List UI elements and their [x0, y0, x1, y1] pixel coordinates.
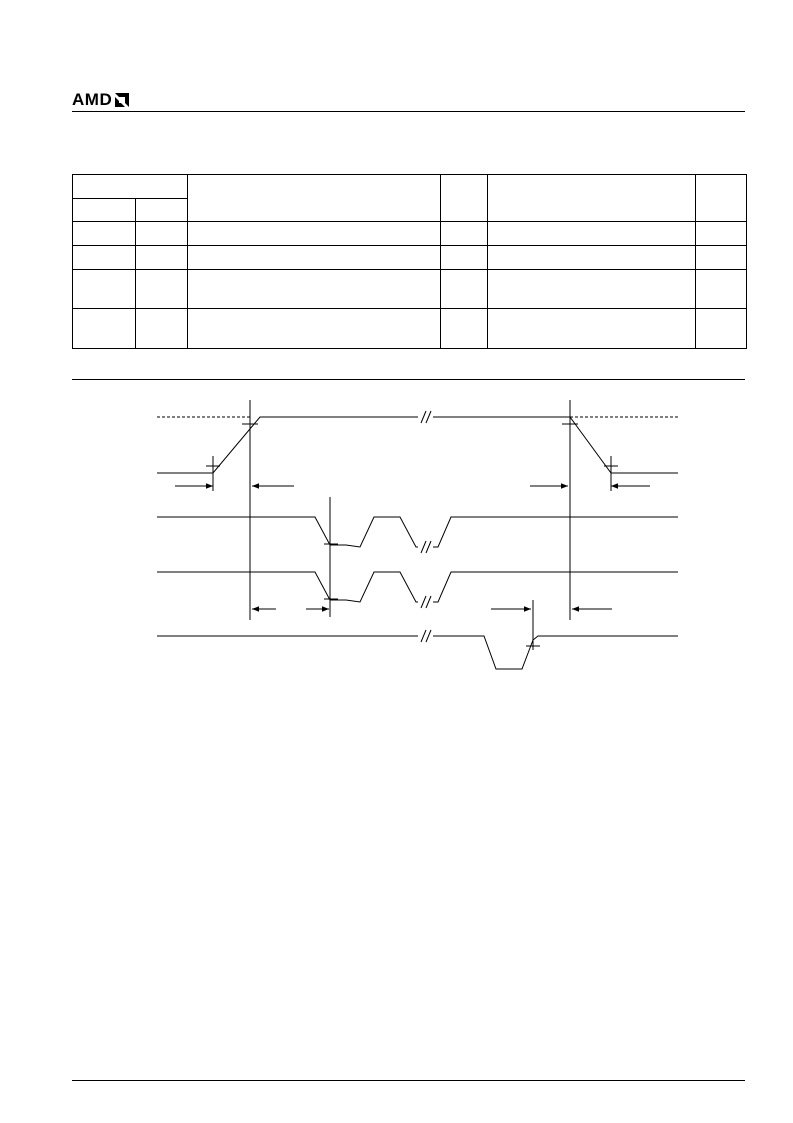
table-cell [487, 245, 696, 270]
table-cell [135, 269, 188, 309]
table-cell [187, 221, 441, 246]
table-cell [135, 245, 188, 270]
table-cell [187, 245, 441, 270]
table-cell [135, 221, 188, 246]
amd-logo: AMD [72, 90, 130, 110]
break-mark [420, 595, 432, 609]
table-header-cell [695, 174, 747, 222]
table-cell [440, 221, 488, 246]
table-cell [72, 269, 136, 309]
table-cell [440, 269, 488, 309]
table-cell [695, 221, 747, 246]
timing-diagram [157, 400, 678, 670]
signal-waveform-continued [433, 571, 678, 603]
signal-waveform-continued [433, 635, 678, 670]
table-header-cell [487, 174, 696, 222]
table-subheader-row [72, 198, 747, 222]
vcc-waveform-continued [433, 416, 678, 474]
table-cell [135, 308, 188, 349]
header-rule [72, 111, 745, 112]
table-cell [695, 308, 747, 349]
table-row [72, 245, 747, 270]
table-cell [440, 245, 488, 270]
table-cell [440, 308, 488, 349]
table-row [72, 221, 747, 246]
table-row [72, 269, 747, 309]
table-subheader-cell [135, 198, 188, 222]
table-subheader-cell [72, 198, 136, 222]
table-cell [695, 245, 747, 270]
table-cell [187, 308, 441, 349]
table-row [72, 308, 747, 349]
table-header-cell [440, 174, 488, 222]
vcc-waveform [157, 416, 418, 474]
signal-waveform [157, 516, 418, 548]
amd-arrow-icon [115, 93, 130, 107]
table-cell [72, 245, 136, 270]
table-cell [695, 269, 747, 309]
table-cell [72, 308, 136, 349]
signal-waveform [157, 571, 418, 603]
table-header-row [72, 174, 747, 222]
table-header-cell [187, 174, 441, 222]
break-mark [420, 629, 432, 643]
section-rule [72, 379, 745, 380]
table-cell [187, 269, 441, 309]
break-mark [420, 410, 432, 424]
table-header-cell [72, 174, 188, 199]
table-cell [487, 269, 696, 309]
break-mark [420, 540, 432, 554]
table-cell [487, 308, 696, 349]
spec-table [72, 174, 747, 349]
table-cell [72, 221, 136, 246]
signal-waveform-continued [433, 516, 678, 548]
footer-rule [72, 1080, 745, 1081]
logo-text: AMD [72, 90, 113, 109]
table-cell [487, 221, 696, 246]
